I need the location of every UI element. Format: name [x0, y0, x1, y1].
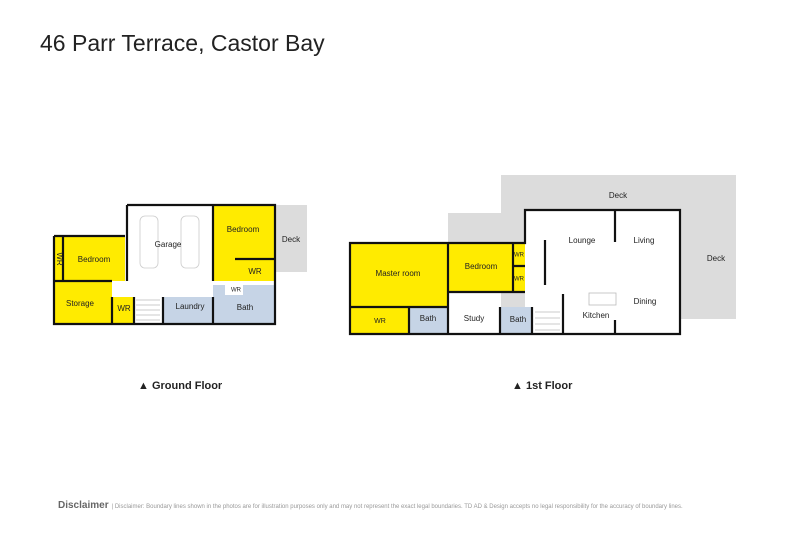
gf-label-bedroom: Bedroom: [78, 255, 111, 264]
gf-label-wr4: WR: [231, 288, 242, 294]
disclaimer-heading: Disclaimer: [58, 500, 109, 511]
gf-deck: [275, 205, 307, 272]
first-floor-caption: ▲ 1st Floor: [512, 380, 572, 392]
ff-label-bedroom: Bedroom: [465, 262, 498, 271]
gf-bedroom-right: [213, 205, 275, 281]
first-floor-plan: Deck Deck Lounge Living Master room Bedr…: [348, 175, 736, 336]
ff-label-deck-right: Deck: [707, 254, 726, 263]
ff-master-room: [350, 243, 448, 307]
ff-label-dining: Dining: [634, 297, 657, 306]
gf-label-deck: Deck: [282, 235, 301, 244]
gf-label-wr: WR: [55, 252, 64, 266]
ff-living-area: [525, 210, 680, 334]
first-floor-label: 1st Floor: [525, 380, 573, 392]
gf-wr-small: [225, 283, 243, 295]
car-icon: [139, 215, 200, 269]
gf-wr-storage: [112, 297, 134, 324]
gf-storage: [54, 281, 112, 324]
gf-label-laundry: Laundry: [176, 302, 205, 311]
ff-label-lounge: Lounge: [569, 236, 596, 245]
disclaimer: Disclaimer| Disclaimer: Boundary lines s…: [58, 500, 683, 511]
ff-label-study: Study: [464, 314, 484, 323]
page-title: 46 Parr Terrace, Castor Bay: [40, 30, 325, 56]
ground-floor-caption: ▲ Ground Floor: [138, 380, 222, 392]
gf-bedroom-left: [54, 236, 125, 281]
ff-stairs: [535, 292, 617, 331]
gf-bath: [213, 285, 275, 324]
ff-label-wr-master: WR: [374, 318, 386, 325]
ground-floor-plan: Bedroom WR Garage Bedroom Deck WR Storag…: [52, 203, 307, 326]
ff-study: [448, 296, 500, 334]
triangle-icon: ▲: [138, 380, 152, 392]
ff-label-bath1: Bath: [420, 314, 436, 323]
ff-label-master: Master room: [376, 269, 421, 278]
gf-label-garage: Garage: [155, 240, 182, 249]
ff-label-living: Living: [634, 236, 655, 245]
gf-stairs: [136, 299, 160, 321]
disclaimer-text: | Disclaimer: Boundary lines shown in th…: [111, 504, 683, 510]
ff-wr-master: [350, 307, 409, 334]
gf-label-bath: Bath: [237, 303, 253, 312]
ff-label-bath2: Bath: [510, 315, 526, 324]
ff-label-kitchen: Kitchen: [583, 311, 610, 320]
ff-bath2: [500, 307, 532, 334]
gf-label-wr3: WR: [117, 304, 131, 313]
gf-label-wr2: WR: [248, 267, 262, 276]
gf-label-bedroom2: Bedroom: [227, 225, 260, 234]
ff-bath1: [409, 307, 448, 334]
ff-label-wr-a: WR: [514, 253, 525, 259]
gf-label-storage: Storage: [66, 299, 95, 308]
ff-label-wr-b: WR: [514, 277, 525, 283]
ground-floor-label: Ground Floor: [151, 380, 223, 392]
ff-deck-small: [448, 213, 501, 243]
triangle-icon: ▲: [512, 380, 526, 392]
gf-laundry: [163, 297, 213, 324]
ff-label-deck-top: Deck: [609, 191, 628, 200]
